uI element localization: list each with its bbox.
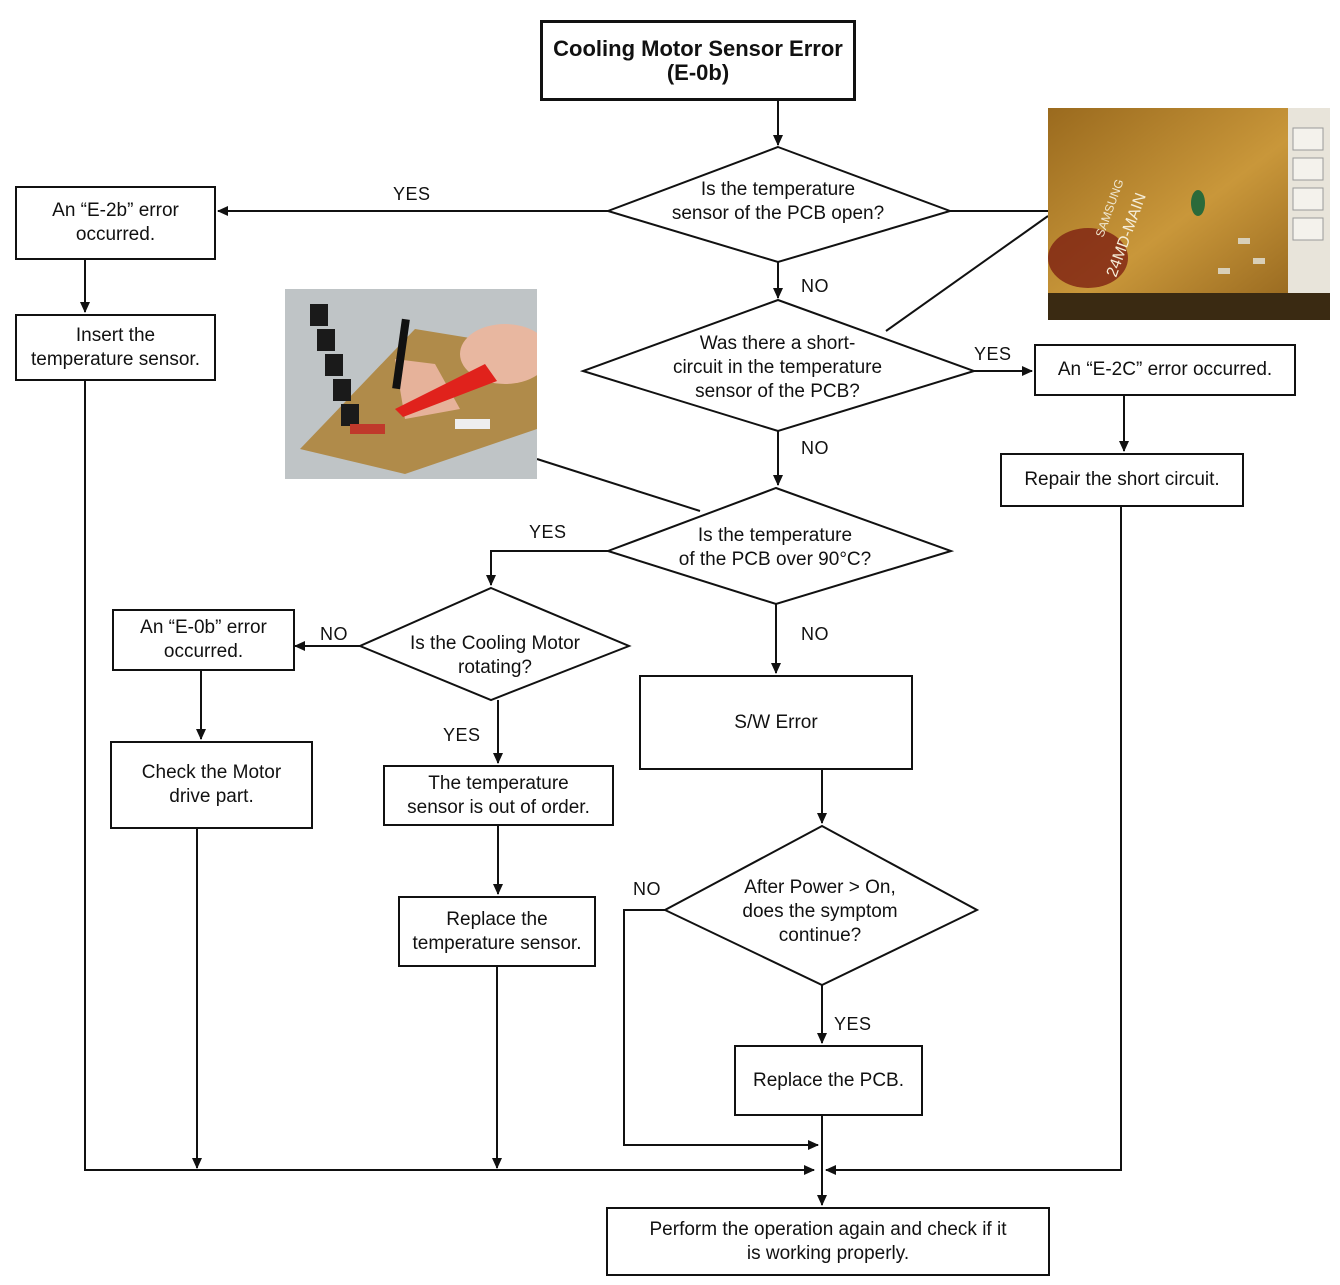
decision-power-on-text: After Power > On, does the symptom conti… [700, 870, 940, 954]
text-line: Is the temperature [697, 525, 853, 546]
probe-test-photo [285, 289, 537, 479]
label-no-temp: NO [801, 624, 829, 644]
text-line: Insert the [75, 324, 156, 346]
text-line: S/W Error [734, 711, 818, 733]
label-yes-temp: YES [529, 522, 567, 542]
text-line: continue? [778, 925, 862, 946]
label-yes-motor: YES [443, 725, 481, 745]
box-sensor-out-of-order: The temperature sensor is out of order. [383, 765, 614, 826]
text-line: sensor is out of order. [407, 796, 590, 818]
text-line: Is the temperature [700, 179, 856, 200]
text-line: An “E-0b” error [140, 617, 267, 638]
text-line: temperature sensor. [31, 348, 200, 370]
decision-short-circuit [579, 298, 978, 433]
text-line: The temperature [428, 772, 569, 794]
text-line: Was there a short- [699, 333, 856, 354]
text-line: occurred. [75, 224, 156, 245]
text-line: Perform the operation again and check if… [649, 1218, 1007, 1240]
box-sw-error: S/W Error [639, 675, 913, 770]
text-line: circuit in the temperature [672, 357, 883, 378]
text-line: is working properly. [746, 1242, 910, 1264]
photo-pointer-3 [536, 458, 701, 512]
box-insert-sensor: Insert the temperature sensor. [15, 314, 216, 381]
box-replace-pcb: Replace the PCB. [734, 1045, 923, 1116]
box-e2c-error: An “E-2C” error occurred. [1034, 344, 1296, 396]
label-yes-e2b: YES [393, 184, 431, 204]
text-line: Repair the short circuit. [1024, 469, 1220, 490]
text-line: Replace the PCB. [752, 1069, 905, 1091]
box-perform-again: Perform the operation again and check if… [606, 1207, 1050, 1276]
box-check-motor: Check the Motor drive part. [110, 741, 313, 829]
text-line: Is the Cooling Motor [409, 633, 581, 654]
text-line: drive part. [169, 786, 254, 807]
pcb-board-photo: SAMSUNG 24MD-MAIN [1048, 108, 1330, 320]
flowchart-title: Cooling Motor Sensor Error (E-0b) [540, 20, 856, 101]
decision-temp-over [604, 486, 955, 606]
decision-short-circuit-text: Was there a short- circuit in the temper… [640, 326, 915, 410]
decision-temp-over-text: Is the temperature of the PCB over 90°C? [640, 518, 910, 578]
box-e2b-error: An “E-2b” error occurred. [15, 186, 216, 260]
flowchart-title-text: Cooling Motor Sensor Error (E-0b) [553, 35, 843, 85]
decision-motor-rotating [357, 586, 632, 702]
text-line: sensor of the PCB open? [671, 203, 885, 224]
label-yes-power: YES [834, 1014, 872, 1034]
connector-left-collector [84, 380, 815, 1175]
label-no-power: NO [633, 879, 661, 899]
text-line: An “E-2b” error [52, 200, 179, 221]
box-repair-short: Repair the short circuit. [1000, 453, 1244, 507]
text-line: does the symptom [742, 901, 898, 922]
text-line: sensor of the PCB? [695, 381, 860, 402]
text-line: occurred. [163, 641, 244, 662]
label-yes-e2c: YES [974, 344, 1012, 364]
decision-sensor-open [604, 145, 954, 264]
label-no-1: NO [801, 276, 829, 296]
text-line: An “E-2C” error occurred. [1057, 359, 1273, 380]
connector-yes-to-motor [486, 550, 608, 586]
decision-motor-rotating-text: Is the Cooling Motor rotating? [385, 626, 605, 686]
text-line: Check the Motor [141, 762, 282, 783]
photo-pointer-2 [885, 215, 1049, 332]
text-line: Replace the [446, 908, 548, 930]
text-line: of the PCB over 90°C? [678, 549, 872, 570]
box-replace-sensor: Replace the temperature sensor. [398, 896, 596, 967]
decision-power-on [662, 824, 980, 987]
box-e0b-error: An “E-0b” error occurred. [112, 609, 295, 671]
text-line: After Power > On, [744, 877, 896, 898]
label-no-motor: NO [320, 624, 348, 644]
label-no-2: NO [801, 438, 829, 458]
decision-sensor-open-text: Is the temperature sensor of the PCB ope… [648, 172, 908, 232]
text-line: temperature sensor. [412, 932, 582, 954]
connector-no-merge [623, 909, 819, 1150]
connector-right-collector [825, 507, 1122, 1175]
text-line: rotating? [458, 657, 532, 678]
